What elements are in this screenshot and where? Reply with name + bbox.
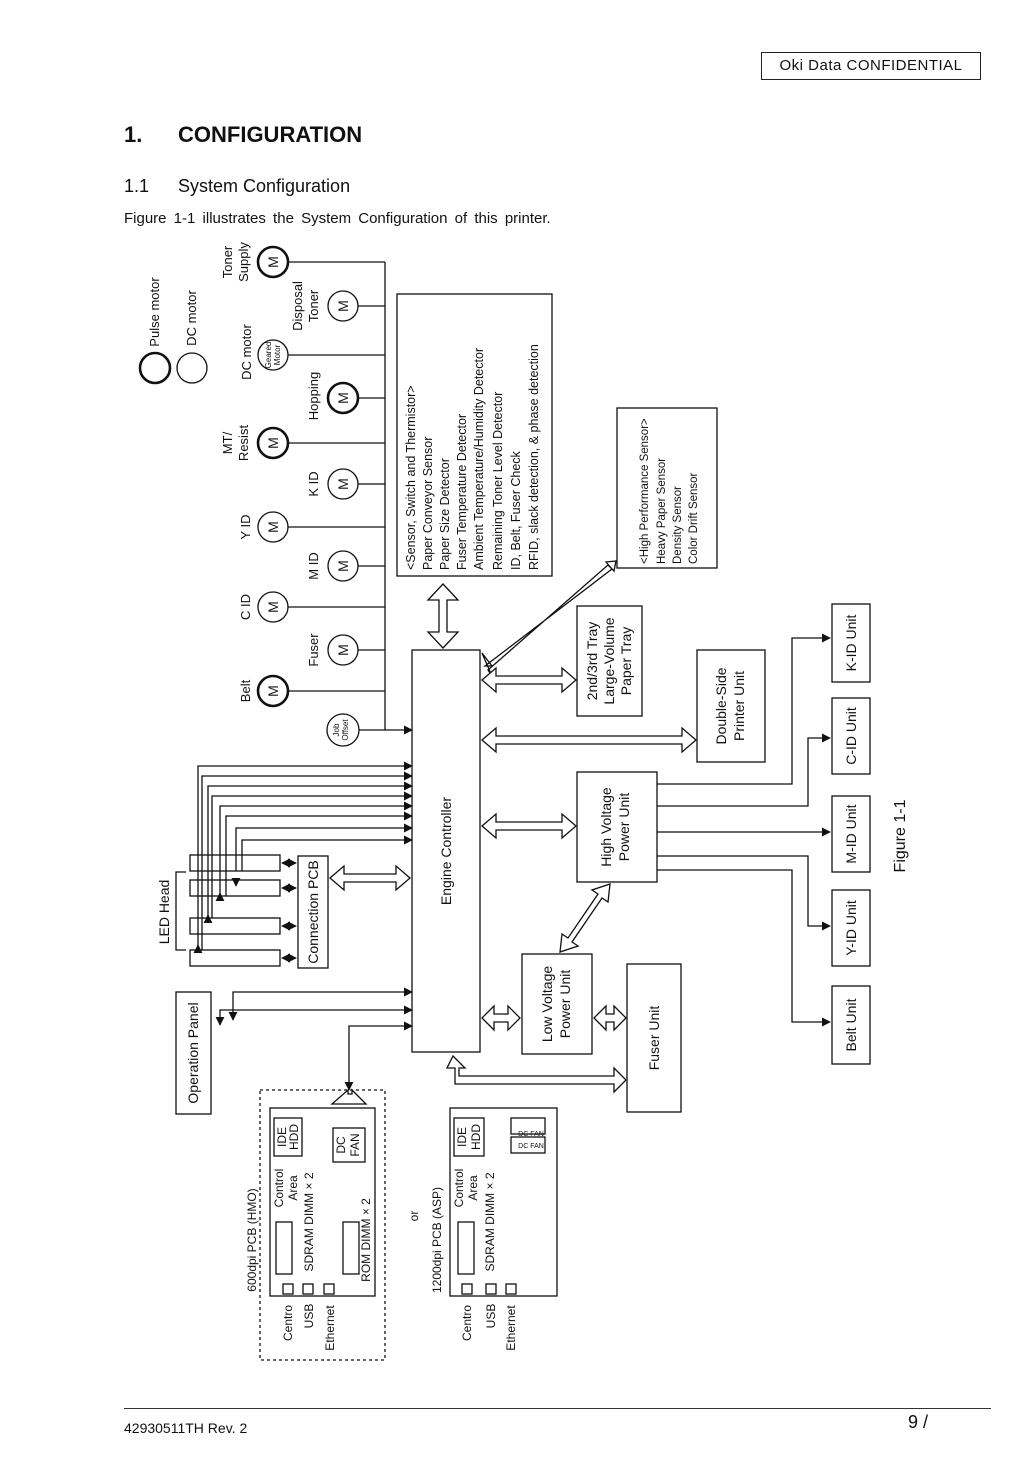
pcb1200-fan2: DC FAN <box>518 1143 544 1150</box>
sensor-item: Paper Conveyor Sensor <box>421 437 435 570</box>
label-toner-supply-1: Toner <box>220 245 235 278</box>
motor-fuser-symbol: M <box>335 644 351 656</box>
pcb1200-control-2: Area <box>466 1175 480 1201</box>
pcb1200-fan1: DC FAN <box>518 1131 544 1138</box>
pcb1200-port-centro: Centro <box>460 1305 474 1341</box>
lv-label-2: Power Unit <box>557 970 573 1039</box>
motor-k-id-symbol: M <box>335 478 351 490</box>
fuser-unit-label: Fuser Unit <box>646 1006 662 1071</box>
belt-unit-label: Belt Unit <box>843 998 859 1051</box>
pcb1200-port-ethernet: Ethernet <box>504 1305 518 1351</box>
hp-sensor-item: Heavy Paper Sensor <box>656 458 668 564</box>
sensor-item: RFID, slack detection, & phase detection <box>527 344 541 570</box>
section-heading: 1. CONFIGURATION <box>124 122 362 148</box>
pcb600-ide: IDE <box>275 1127 289 1147</box>
motor-m-id-symbol: M <box>335 560 351 572</box>
label-disposal-toner-2: Toner <box>306 289 321 322</box>
m-id-unit-label: M-ID Unit <box>843 804 859 863</box>
job-offset-line1: Job <box>332 723 341 736</box>
hp-sensor-item: Density Sensor <box>672 486 684 564</box>
section-title: CONFIGURATION <box>178 122 363 147</box>
geared-motor-line1: Geared <box>264 342 273 369</box>
pcb600-fan: FAN <box>348 1133 362 1156</box>
tray-label-1: 2nd/3rd Tray <box>584 622 600 701</box>
document-number: 42930511TH Rev. 2 <box>124 1420 248 1436</box>
section-number: 1. <box>124 122 143 147</box>
subsection-title: System Configuration <box>178 176 351 196</box>
or-label: or <box>407 1211 421 1222</box>
duplex-label-2: Printer Unit <box>731 671 747 741</box>
label-fuser: Fuser <box>306 633 321 667</box>
pcb600-control-1: Control <box>272 1169 286 1208</box>
pcb1200-sdram: SDRAM DIMM × 2 <box>483 1172 497 1271</box>
pcb600-port-usb: USB <box>302 1304 316 1329</box>
hp-sensor-item: Color Drift Sensor <box>688 472 700 564</box>
duplex-label-1: Double-Side <box>713 667 729 744</box>
pcb600-fan-dc: DC <box>334 1136 348 1154</box>
page-number: 9 / <box>908 1412 929 1432</box>
hv-label-1: High Voltage <box>598 787 614 867</box>
sensor-item: ID, Belt, Fuser Check <box>509 450 523 570</box>
footer-rule <box>124 1408 991 1409</box>
motor-mt-resist-symbol: M <box>265 437 281 449</box>
connection-pcb-label: Connection PCB <box>305 860 321 964</box>
pcb1200-ide: IDE <box>455 1127 469 1147</box>
label-dc-motor: DC motor <box>239 324 254 380</box>
motor-disposal-toner-symbol: M <box>335 300 351 312</box>
sensor-list-title: <Sensor, Switch and Thermistor> <box>404 385 418 570</box>
sensor-item: Paper Size Detector <box>438 458 452 570</box>
sensor-item: Fuser Temperature Detector <box>455 414 469 570</box>
hv-label-2: Power Unit <box>616 793 632 862</box>
pcb1200-hdd: HDD <box>469 1124 483 1150</box>
label-c-id: C ID <box>238 594 253 620</box>
label-mt-resist-1: MT/ <box>220 431 235 454</box>
pcb1200-port-usb: USB <box>484 1304 498 1329</box>
pcb600-control-2: Area <box>286 1175 300 1201</box>
y-id-unit-label: Y-ID Unit <box>843 900 859 956</box>
operation-panel-label: Operation Panel <box>185 1002 201 1103</box>
sensor-item: Ambient Temperature/Humidity Detector <box>472 348 486 570</box>
label-toner-supply-2: Supply <box>236 242 251 282</box>
label-disposal-toner-1: Disposal <box>290 281 305 331</box>
subsection-heading: 1.1 System Configuration <box>124 176 350 197</box>
hp-sensor-title: <High Performance Sensor> <box>639 418 651 564</box>
label-belt: Belt <box>238 679 253 702</box>
tray-label-2: Large-Volume <box>601 617 617 704</box>
label-k-id: K ID <box>306 471 321 496</box>
confidential-label: Oki Data CONFIDENTIAL <box>761 52 981 80</box>
k-id-unit-label: K-ID Unit <box>843 615 859 672</box>
motor-y-id-symbol: M <box>265 521 281 533</box>
pcb600-port-ethernet: Ethernet <box>323 1305 337 1351</box>
pcb1200-title: 1200dpi PCB (ASP) <box>430 1187 444 1293</box>
legend-dc-motor: DC motor <box>184 290 199 346</box>
pcb600-port-centro: Centro <box>281 1305 295 1341</box>
intro-text: Figure 1-1 illustrates the System Config… <box>124 210 551 227</box>
engine-controller-label: Engine Controller <box>438 797 454 906</box>
subsection-number: 1.1 <box>124 176 150 196</box>
tray-label-3: Paper Tray <box>618 627 634 695</box>
pcb600-title: 600dpi PCB (HMO) <box>245 1188 259 1291</box>
motor-c-id-symbol: M <box>265 601 281 613</box>
led-head-label: LED Head <box>156 880 172 945</box>
label-y-id: Y ID <box>238 514 253 539</box>
pcb600-rom: ROM DIMM × 2 <box>359 1198 373 1282</box>
sensor-item: Remaining Toner Level Detector <box>491 392 505 570</box>
figure-caption: Figure 1-1 <box>892 799 909 872</box>
pcb1200-control-1: Control <box>452 1169 466 1208</box>
legend-pulse-motor: Pulse motor <box>147 277 162 347</box>
label-m-id: M ID <box>306 552 321 579</box>
pcb600-hdd: HDD <box>287 1124 301 1150</box>
lv-label-1: Low Voltage <box>539 966 555 1042</box>
label-mt-resist-2: Resist <box>236 425 251 462</box>
pcb600-sdram: SDRAM DIMM × 2 <box>302 1172 316 1271</box>
label-hopping: Hopping <box>306 372 321 420</box>
c-id-unit-label: C-ID Unit <box>843 707 859 765</box>
motor-toner-supply-symbol: M <box>265 256 281 268</box>
job-offset-line2: Offset <box>341 719 350 741</box>
motor-belt-symbol: M <box>265 685 281 697</box>
geared-motor-line2: Motor <box>273 344 282 365</box>
motor-hopping-symbol: M <box>335 392 351 404</box>
